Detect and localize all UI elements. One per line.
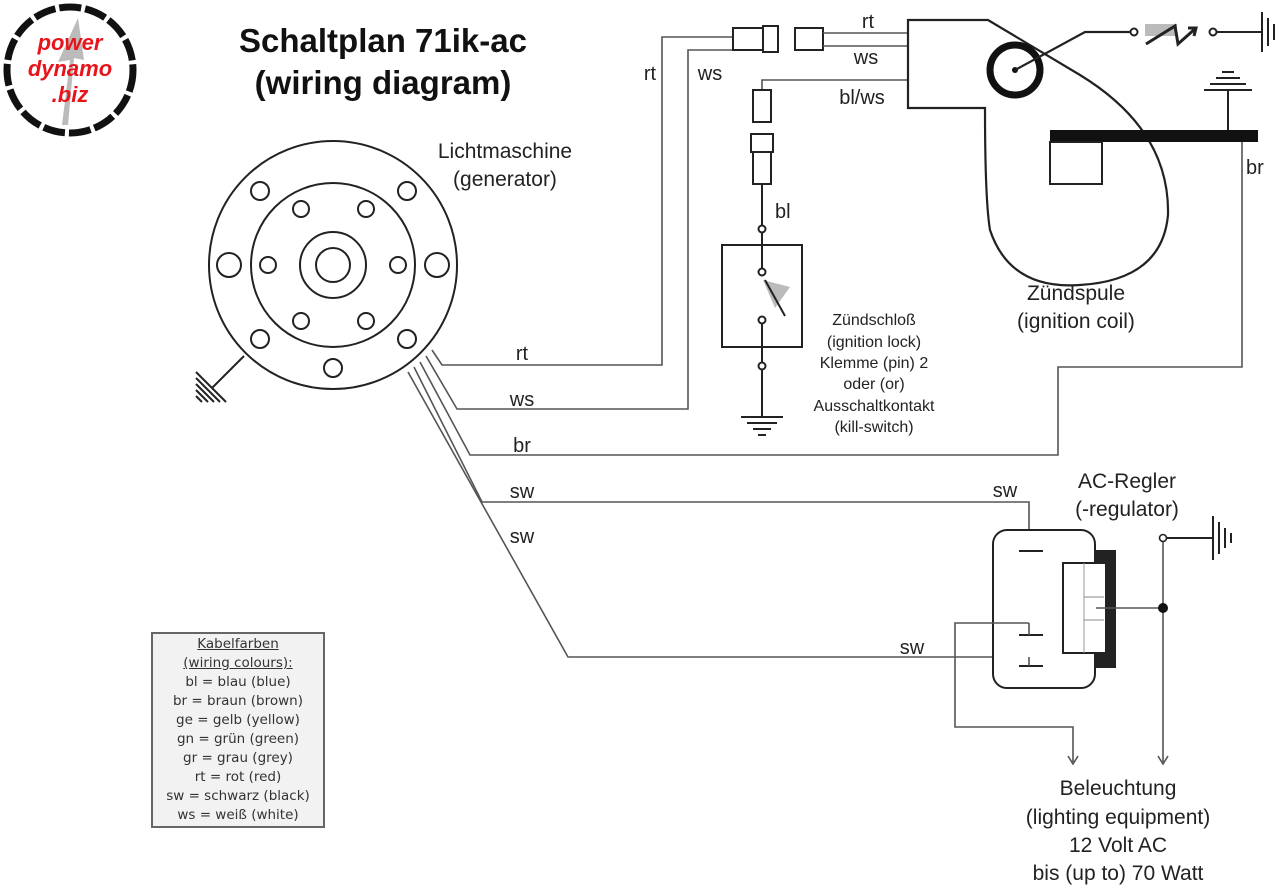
label-reg-sw-1: sw — [993, 480, 1018, 502]
legend-entry: gr = grau (grey) — [183, 750, 293, 766]
lock-ground-icon — [741, 416, 783, 436]
logo-line-3: .biz — [52, 82, 89, 107]
lock-label-3: Klemme (pin) 2 — [820, 355, 929, 372]
generator-label-de: Lichtmaschine — [438, 140, 572, 163]
generator-wires — [407, 36, 1243, 658]
label-gen-sw-2: sw — [510, 526, 535, 548]
legend-entry: ge = gelb (yellow) — [176, 712, 300, 728]
ac-regulator — [954, 529, 1213, 762]
regulator-ground-icon — [1212, 516, 1232, 560]
generator — [208, 140, 458, 390]
regulator-label-en: (-regulator) — [1075, 498, 1179, 521]
generator-ground-icon — [195, 371, 227, 403]
label-gen-ws: ws — [509, 389, 534, 411]
label-coil-blws: bl/ws — [839, 87, 885, 109]
label-coil-rt: rt — [862, 11, 875, 33]
coil-label-en: (ignition coil) — [1017, 310, 1135, 333]
title-line-2: (wiring diagram) — [255, 64, 512, 101]
label-vert-rt: rt — [644, 63, 657, 85]
connector-bl — [750, 89, 774, 230]
coil-top-ground-icon — [1204, 71, 1252, 91]
legend-entry: gn = grün (green) — [176, 731, 300, 747]
label-coil-ws: ws — [853, 47, 878, 69]
label-gen-rt: rt — [516, 343, 529, 365]
lock-label-5: Ausschaltkontakt — [814, 398, 936, 415]
legend-entry: rt = rot (red) — [194, 769, 282, 785]
spark-gap-icon — [1129, 23, 1262, 47]
legend-header-de: Kabelfarben — [197, 636, 279, 652]
lock-label-6: (kill-switch) — [834, 419, 913, 436]
lock-label-2: (ignition lock) — [827, 334, 921, 351]
label-lock-bl: bl — [775, 201, 791, 223]
label-reg-sw-2: sw — [900, 637, 925, 659]
wire-rt — [431, 36, 738, 366]
arrow-down-icon — [1067, 755, 1169, 766]
label-coil-br: br — [1246, 157, 1264, 179]
lighting-label: Beleuchtung (lighting equipment) 12 Volt… — [1026, 777, 1210, 885]
ignition-lock — [721, 224, 803, 417]
wire-br — [419, 140, 1243, 456]
lock-label-1: Zündschloß — [832, 312, 916, 329]
lock-label-4: oder (or) — [843, 376, 904, 393]
lighting-label-1: Beleuchtung — [1060, 777, 1177, 800]
lighting-label-4: bis (up to) 70 Watt — [1033, 862, 1204, 885]
generator-label-en: (generator) — [453, 168, 557, 191]
lighting-label-3: 12 Volt AC — [1069, 834, 1167, 857]
wire-sw-2 — [407, 371, 1030, 658]
wire-ws — [425, 49, 738, 410]
logo-line-2: dynamo — [28, 56, 112, 81]
regulator-label-de: AC-Regler — [1078, 470, 1176, 493]
lightning-arrow-icon — [58, 18, 84, 125]
legend-entry: bl = blau (blue) — [185, 674, 291, 690]
title-line-1: Schaltplan 71ik-ac — [239, 22, 527, 59]
coil-label-de: Zündspule — [1027, 282, 1125, 305]
logo-line-1: power — [37, 30, 104, 55]
label-vert-ws: ws — [697, 63, 722, 85]
lighting-label-2: (lighting equipment) — [1026, 806, 1210, 829]
legend-entry: sw = schwarz (black) — [166, 788, 310, 804]
logo: power dynamo .biz — [3, 3, 137, 137]
wiring-colour-legend: Kabelfarben (wiring colours): bl = blau … — [151, 632, 325, 828]
ignition-coil — [906, 18, 1258, 287]
wire-sw-1 — [413, 366, 1030, 550]
legend-header-en: (wiring colours): — [183, 655, 293, 671]
connector-plug — [732, 25, 824, 53]
label-gen-sw-1: sw — [510, 481, 535, 503]
wire-bl-ws — [761, 79, 908, 90]
spark-ground-icon — [1261, 12, 1275, 52]
ignition-lock-label: Zündschloß (ignition lock) Klemme (pin) … — [814, 312, 936, 436]
legend-entry: br = braun (brown) — [172, 693, 304, 709]
legend-entry: ws = weiß (white) — [177, 807, 299, 823]
label-gen-br: br — [513, 435, 531, 457]
